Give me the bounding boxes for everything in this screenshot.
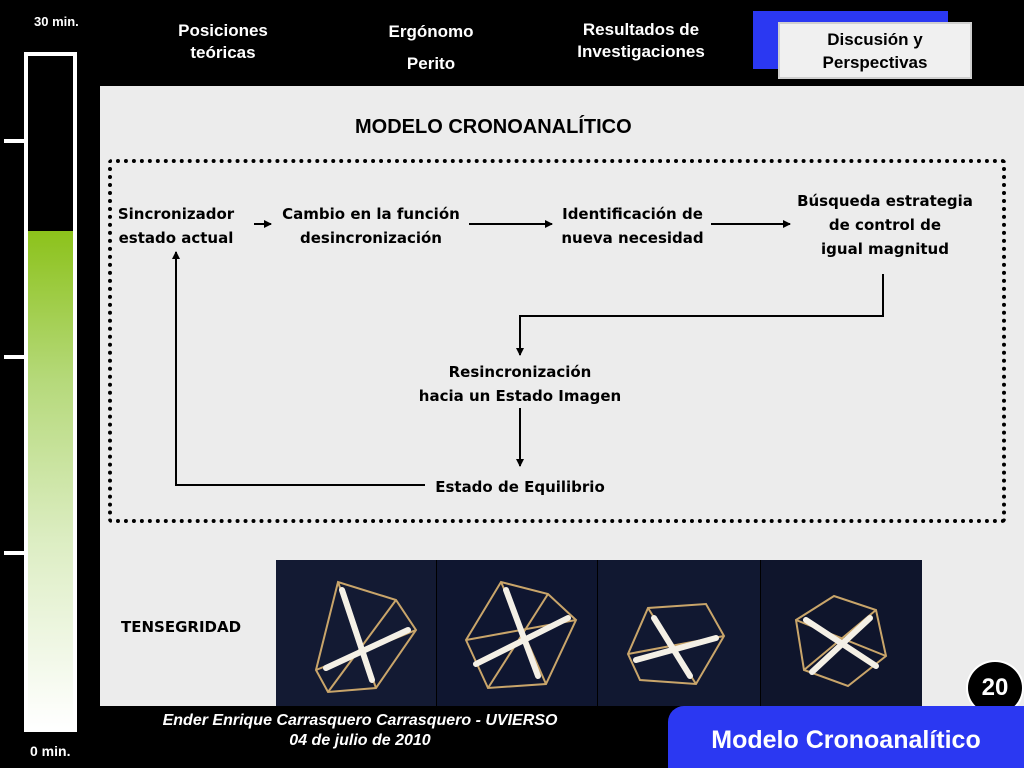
timer-tick xyxy=(4,355,24,359)
node-resincronizacion: Resincronización hacia un Estado Imagen xyxy=(410,360,630,408)
arrow-n4-n5 xyxy=(516,274,884,356)
nav-item-line: Perspectivas xyxy=(822,53,928,72)
node-text: de control de xyxy=(828,216,942,234)
tensegrity-photos xyxy=(276,560,922,706)
footer-author: Ender Enrique Carrasquero Carrasquero - … xyxy=(162,712,558,729)
node-text: Estado de Equilibrio xyxy=(435,478,605,496)
timer-tick xyxy=(4,139,24,143)
diagram-frame xyxy=(108,159,1006,523)
node-text: Resincronización xyxy=(448,363,592,381)
node-text: igual magnitud xyxy=(821,240,949,258)
timer-bar xyxy=(24,52,77,732)
nav-item-resultados[interactable]: Resultados de Investigaciones xyxy=(555,19,727,63)
timer-tick xyxy=(4,551,24,555)
node-equilibrio: Estado de Equilibrio xyxy=(430,475,610,499)
node-text: Sincronizador xyxy=(117,205,235,223)
node-text: Cambio en la función xyxy=(282,205,460,223)
timer-max-label: 30 min. xyxy=(34,14,79,29)
footer-date: 04 de julio de 2010 xyxy=(289,732,431,749)
node-busqueda: Búsqueda estrategia de control de igual … xyxy=(790,189,980,261)
nav-item-line: Ergónomo xyxy=(388,22,474,41)
nav-item-line: Resultados de xyxy=(582,20,700,39)
content-panel: MODELO CRONOANALÍTICO Sincronizador esta… xyxy=(100,86,1024,706)
node-text: Identificación de xyxy=(562,205,703,223)
nav-item-line: Investigaciones xyxy=(577,42,705,61)
footer-credits: Ender Enrique Carrasquero Carrasquero - … xyxy=(130,711,590,751)
nav-item-line: Perito xyxy=(406,54,456,73)
node-text: nueva necesidad xyxy=(561,229,704,247)
arrow-n6-n1 xyxy=(172,251,425,486)
node-text: estado actual xyxy=(118,229,234,247)
nav-item-line: Posiciones xyxy=(178,21,268,40)
nav-item-line: teóricas xyxy=(190,43,256,62)
nav-item-posiciones[interactable]: Posiciones teóricas xyxy=(148,20,298,64)
node-text: hacia un Estado Imagen xyxy=(418,387,622,405)
timer-progress-fill xyxy=(28,230,73,728)
diagram-title: MODELO CRONOANALÍTICO xyxy=(355,116,632,138)
tensegrity-label: TENSEGRIDAD xyxy=(121,618,242,636)
node-cambio: Cambio en la función desincronización xyxy=(275,202,467,250)
nav-item-discusion[interactable]: Discusión y Perspectivas xyxy=(778,22,972,79)
photo-3 xyxy=(598,560,760,706)
photo-2 xyxy=(437,560,597,706)
node-text: Búsqueda estrategia xyxy=(797,192,973,210)
nav-item-line: Discusión y xyxy=(827,30,923,49)
node-text: desincronización xyxy=(300,229,442,247)
node-sincronizador: Sincronizador estado actual xyxy=(112,202,240,250)
flow-arrows xyxy=(172,220,884,486)
nav-item-ergonomo[interactable]: Ergónomo Perito xyxy=(356,20,506,75)
photo-4 xyxy=(761,560,922,706)
timer-min-label: 0 min. xyxy=(30,743,71,759)
section-title: Modelo Cronoanalítico xyxy=(668,706,1024,768)
node-identificacion: Identificación de nueva necesidad xyxy=(555,202,710,250)
